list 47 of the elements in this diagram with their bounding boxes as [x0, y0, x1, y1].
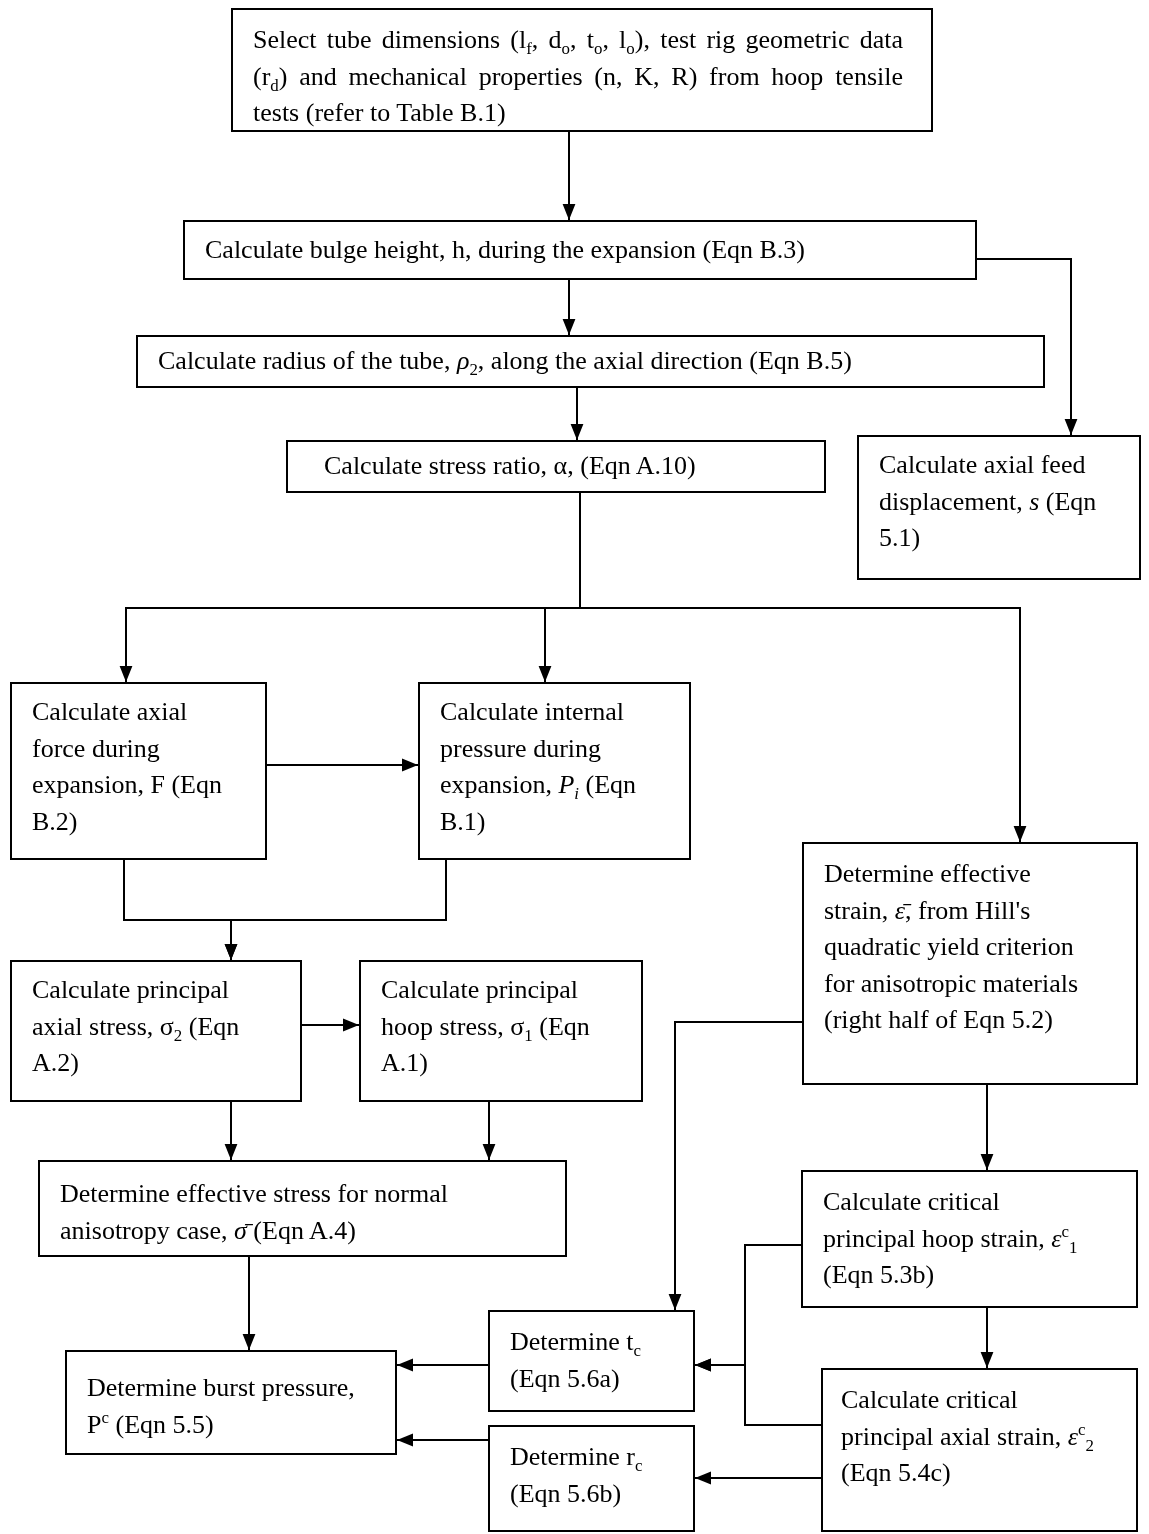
process-box [231, 8, 933, 132]
process-box [65, 1350, 397, 1455]
box-text: Calculate stress ratio, α, (Eqn A.10) [324, 450, 697, 482]
process-box [38, 1160, 567, 1257]
box-text: Determine r$_{c}$ (Eqn 5.6b) [510, 1441, 644, 1510]
arrow [562, 279, 576, 336]
process-box [183, 220, 977, 280]
process-box [10, 682, 267, 860]
box-text: Calculate principal axial stress, σ$_{2}$ (Eqn A.2) [32, 974, 241, 1079]
arrow [562, 131, 576, 221]
box-text: Determine t$_{c}$ (Eqn 5.6a) [510, 1326, 642, 1395]
process-box [286, 440, 826, 493]
arrow [242, 1256, 256, 1351]
box-text: Select tube dimensions (l$_{f}$, d$_{o}$, t$_{o}$, l$_{o}$), test rig geometric data (r$_{d}$) and mechanical properties (n, K, R) from hoop tensile tests (refer to Table B.1) [253, 24, 903, 129]
arrow [396, 1433, 489, 1447]
arrow [224, 859, 447, 961]
arrow [482, 1101, 496, 1161]
arrow [266, 758, 419, 772]
process-box [10, 960, 302, 1102]
arrow [570, 387, 584, 441]
process-box [418, 682, 691, 860]
box-text: Calculate radius of the tube, ρ$_{2}$, along the axial direction (Eqn B.5) [158, 345, 853, 380]
box-text: Determine effective stress for normal anisotropy case, σ̄ (Eqn A.4) [60, 1178, 449, 1247]
arrow [301, 1018, 360, 1032]
process-box [359, 960, 643, 1102]
arrow [976, 258, 1078, 436]
arrow [668, 1021, 803, 1311]
process-box [136, 335, 1045, 388]
box-text: Calculate internal pressure during expansion, P$_{i}$ (Eqn B.1) [440, 696, 638, 838]
box-text: Determine burst pressure, P$^{c}$ (Eqn 5.5) [87, 1372, 356, 1441]
arrow [396, 1358, 489, 1372]
arrow [980, 1084, 994, 1171]
process-box [801, 1170, 1138, 1308]
box-text: Calculate principal hoop stress, σ$_{1}$ (Eqn A.1) [381, 974, 591, 1079]
box-text: Calculate axial force during expansion, F (Eqn B.2) [32, 696, 223, 838]
box-text: Calculate axial feed displacement, s (Eqn 5.1) [879, 449, 1098, 554]
process-box [821, 1368, 1138, 1532]
box-text: Calculate bulge height, h, during the expansion (Eqn B.3) [205, 234, 807, 266]
process-box [488, 1310, 695, 1412]
arrow [224, 1101, 238, 1161]
arrow [980, 1307, 994, 1369]
box-text: Determine effective strain, ε̄, from Hill's quadratic yield criterion for anisotropic materials (right half of Eqn 5.2) [824, 858, 1080, 1036]
process-box [802, 842, 1138, 1085]
arrow [694, 1358, 822, 1426]
process-box [488, 1425, 695, 1532]
process-box [857, 435, 1141, 580]
arrow [694, 1471, 822, 1485]
